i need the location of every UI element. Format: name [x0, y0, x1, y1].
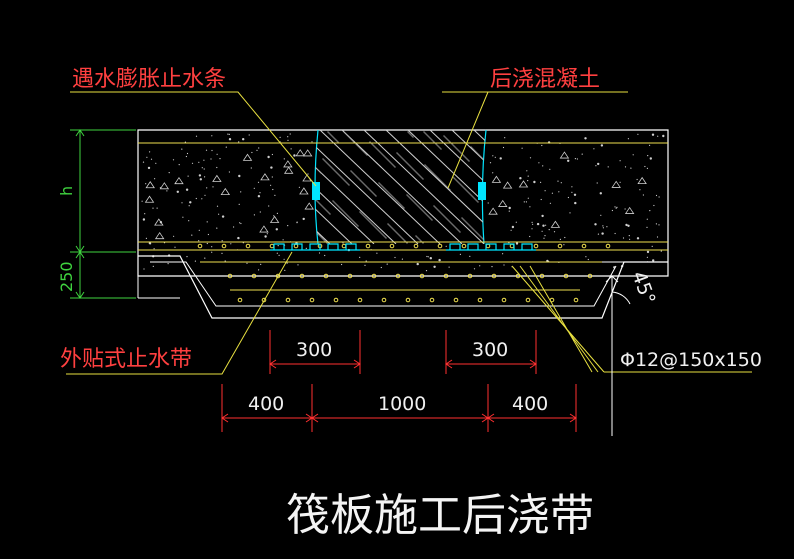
dim-angle: 45° [627, 268, 659, 307]
leader-external-waterstop [66, 251, 293, 375]
rebar-layers [138, 142, 668, 303]
leader-rebar [511, 265, 752, 373]
haunch-inner-line [150, 261, 617, 307]
dim-waterstop-left: 300 [296, 339, 332, 361]
dim-slab-thickness: h [57, 186, 76, 196]
swell-strip-right [478, 182, 486, 200]
post-pour-band [314, 129, 487, 245]
slab-outline [137, 129, 669, 277]
concrete-aggregate [141, 133, 665, 272]
dim-side-left: 400 [248, 393, 284, 415]
haunch [137, 255, 668, 319]
drawing-title: 筏板施工后浇带 [286, 490, 594, 541]
band-hatch [315, 130, 486, 244]
waterstops [270, 182, 536, 251]
label-swell-strip: 遇水膨胀止水条 [72, 67, 226, 92]
haunch-outline [138, 255, 668, 319]
swell-strip-left [312, 182, 320, 200]
leaders [66, 91, 752, 375]
leader-swell-strip [70, 91, 317, 187]
dim-band-width: 1000 [378, 393, 426, 415]
raft-slab [137, 129, 669, 277]
label-external-waterstop: 外贴式止水带 [60, 347, 192, 372]
label-rebar-spec: Φ12@150x150 [620, 349, 762, 371]
external-waterstop-left [270, 243, 360, 251]
rebar-dots [197, 243, 611, 303]
dim-side-right: 400 [512, 393, 548, 415]
angle-annotation [602, 261, 666, 436]
dim-waterstop-right: 300 [472, 339, 508, 361]
left-dimension [70, 129, 136, 299]
label-post-pour-concrete: 后浇混凝土 [490, 67, 600, 92]
external-waterstop-right [446, 243, 536, 251]
leader-post-pour [442, 91, 628, 189]
dim-haunch-depth: 250 [57, 261, 76, 292]
bottom-dimensions [221, 330, 577, 432]
